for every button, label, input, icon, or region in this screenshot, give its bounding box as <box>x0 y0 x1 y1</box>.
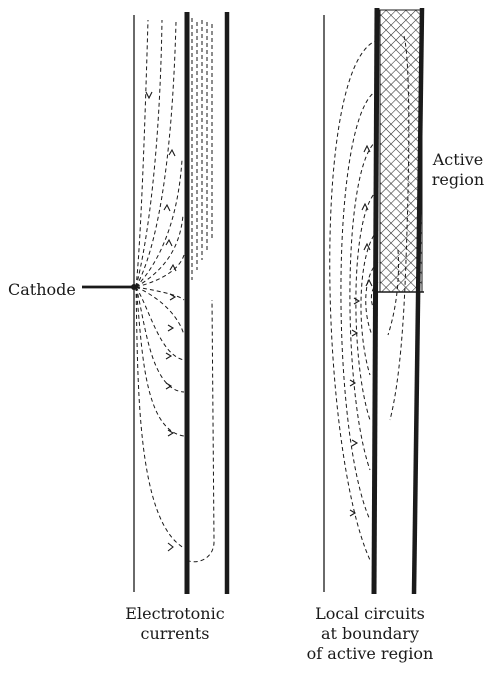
left-fiber-diagram <box>82 12 227 594</box>
arrow-icon <box>168 543 173 551</box>
arrow-icon <box>166 383 171 389</box>
arrow-icon <box>354 298 359 304</box>
arrow-icon <box>170 265 176 271</box>
active-region-hatch <box>380 10 422 292</box>
arrow-icon <box>169 150 175 156</box>
arrow-icon <box>352 440 357 446</box>
active-region-label: Active region <box>428 150 488 190</box>
left-current-arrows <box>146 92 176 551</box>
active-region-label-line: region <box>428 170 488 190</box>
caption-line: Electrotonic <box>120 604 230 624</box>
arrow-icon <box>352 330 357 336</box>
caption-line: at boundary <box>290 624 450 644</box>
electrotonic-current-loops-lower <box>136 287 214 562</box>
cathode-label: Cathode <box>8 280 76 300</box>
right-membrane-line <box>374 8 377 594</box>
arrow-icon <box>146 92 152 98</box>
arrow-icon <box>366 280 372 286</box>
electrotonic-current-loops-upper <box>136 20 184 287</box>
arrow-icon <box>362 204 368 210</box>
arrow-icon <box>166 353 171 359</box>
arrow-icon <box>364 146 370 152</box>
caption-line: currents <box>120 624 230 644</box>
arrow-icon <box>350 380 355 386</box>
arrow-icon <box>168 325 173 331</box>
caption-line: Local circuits <box>290 604 450 624</box>
electrotonic-caption: Electrotonic currents <box>120 604 230 644</box>
active-region-label-line: Active <box>428 150 488 170</box>
right-fiber-diagram <box>324 8 424 594</box>
arrow-icon <box>164 205 170 211</box>
membrane-current-dashes <box>192 18 212 280</box>
arrow-icon <box>168 430 173 436</box>
caption-line: of active region <box>290 644 450 664</box>
local-circuits-caption: Local circuits at boundary of active reg… <box>290 604 450 664</box>
arrow-icon <box>166 240 172 246</box>
